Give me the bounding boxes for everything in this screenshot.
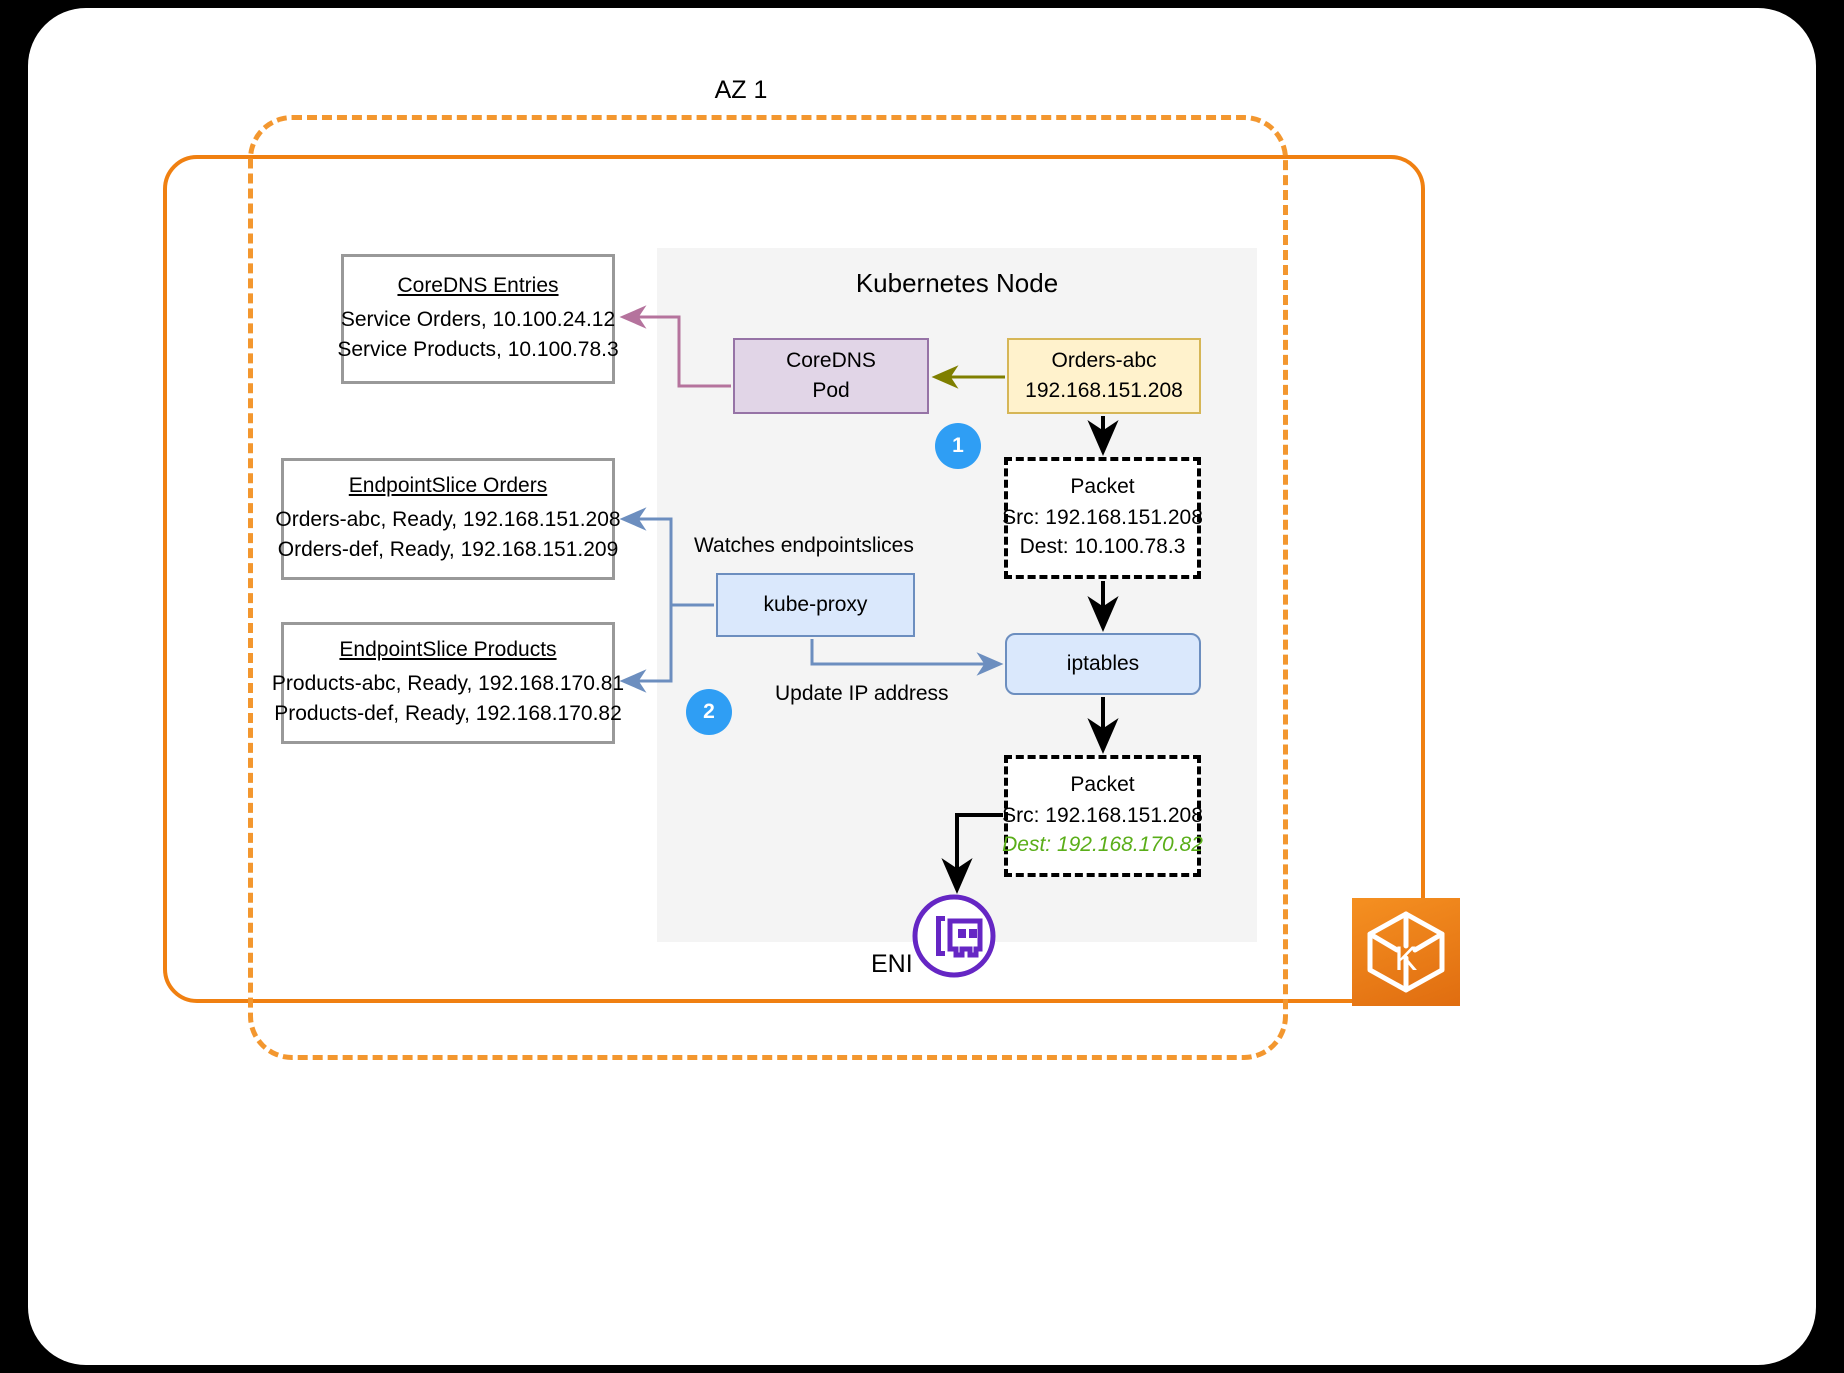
endpointslice-products-title: EndpointSlice Products	[339, 637, 557, 661]
iptables-label: iptables	[1066, 651, 1140, 675]
packet-1-title: Packet	[1070, 474, 1135, 498]
vpc-boundary	[163, 155, 1425, 1003]
az-boundary	[248, 115, 1288, 1060]
packet-1-src: Src: 192.168.151.208	[1002, 505, 1203, 529]
step-badge-2: 2	[686, 689, 732, 735]
update-ip-address-label: Update IP address	[775, 682, 949, 705]
step-badge-1: 1	[935, 423, 981, 469]
coredns-entries-line-1: Service Orders, 10.100.24.12	[340, 307, 616, 331]
kube-proxy-box: kube-proxy	[716, 573, 915, 637]
packet-2-dest: Dest: 192.168.170.82	[1002, 833, 1203, 856]
watches-endpointslices-label: Watches endpointslices	[694, 534, 914, 557]
packet-2-title: Packet	[1070, 772, 1135, 796]
coredns-entries-box: CoreDNS Entries Service Orders, 10.100.2…	[337, 254, 619, 384]
packet-2-src: Src: 192.168.151.208	[1002, 803, 1203, 827]
endpointslice-products-line-2: Products-def, Ready, 192.168.170.82	[274, 701, 622, 725]
svg-text:K: K	[1395, 940, 1418, 978]
endpointslice-orders-line-2: Orders-def, Ready, 192.168.151.209	[277, 537, 619, 561]
orders-abc-pod-box: Orders-abc 192.168.151.208	[1007, 338, 1201, 414]
packet-box-before-nat: Packet Src: 192.168.151.208 Dest: 10.100…	[1002, 457, 1203, 579]
aws-eks-logo: K	[1352, 898, 1460, 1006]
endpointslice-orders-box: EndpointSlice Orders Orders-abc, Ready, …	[275, 458, 621, 580]
coredns-entries-title: CoreDNS Entries	[397, 273, 559, 297]
eni-label: ENI	[871, 950, 913, 978]
coredns-pod-line-1: CoreDNS	[786, 348, 876, 372]
eni-network-interface-icon	[912, 894, 996, 978]
iptables-box: iptables	[1005, 633, 1201, 695]
coredns-entries-line-2: Service Products, 10.100.78.3	[337, 337, 619, 361]
coredns-pod-box: CoreDNS Pod	[733, 338, 929, 414]
packet-1-dest: Dest: 10.100.78.3	[1019, 535, 1186, 558]
eks-hexagon-icon: K	[1367, 911, 1445, 993]
kubernetes-node-title: Kubernetes Node	[855, 268, 1059, 298]
endpointslice-products-box: EndpointSlice Products Products-abc, Rea…	[272, 622, 624, 744]
orders-abc-line-2: 192.168.151.208	[1025, 379, 1183, 402]
orders-abc-line-1: Orders-abc	[1051, 348, 1157, 372]
endpointslice-orders-title: EndpointSlice Orders	[348, 473, 548, 497]
coredns-pod-line-2: Pod	[812, 379, 850, 402]
endpointslice-orders-line-1: Orders-abc, Ready, 192.168.151.208	[275, 507, 621, 531]
kube-proxy-label: kube-proxy	[763, 592, 868, 616]
endpointslice-products-line-1: Products-abc, Ready, 192.168.170.81	[271, 671, 625, 695]
packet-box-after-nat: Packet Src: 192.168.151.208 Dest: 192.16…	[1002, 755, 1203, 877]
az-label: AZ 1	[714, 76, 768, 104]
